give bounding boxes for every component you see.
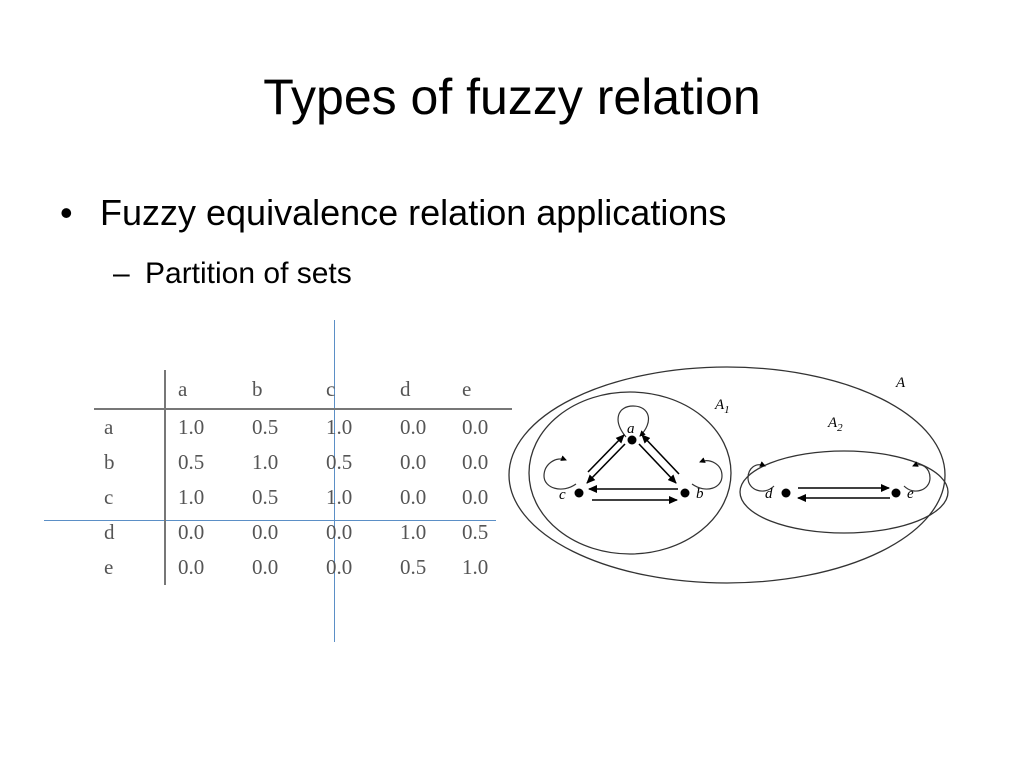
subset-a1-label: A1 (714, 397, 730, 416)
row-header: a (94, 409, 166, 445)
table-cell: 0.5 (326, 450, 353, 474)
subset-a2-ellipse (739, 450, 949, 534)
table-cell: 1.0 (326, 485, 353, 509)
table-cell: 0.0 (462, 415, 489, 439)
self-loop-b (691, 457, 723, 490)
table-cell: 0.0 (178, 555, 205, 579)
column-header: a (165, 370, 240, 410)
table-header-row: a b c d e (94, 370, 512, 410)
table-cell: 1.0 (178, 415, 205, 439)
node-label-d: d (765, 486, 773, 502)
node-label-b: b (696, 486, 704, 502)
table-cell: 0.0 (326, 555, 353, 579)
table-row: d 0.0 0.0 0.0 1.0 0.5 (94, 515, 512, 550)
row-header: d (94, 515, 166, 550)
node-d (781, 488, 791, 498)
slide-title: Types of fuzzy relation (263, 69, 761, 125)
edge-b-to-a (641, 434, 680, 475)
column-header: b (240, 370, 314, 410)
bullet-marker: • (60, 192, 73, 233)
subset-a2-label: A2 (827, 415, 843, 434)
table-cell: 1.0 (400, 520, 427, 544)
node-label-a: a (627, 421, 635, 437)
table-row: c 1.0 0.5 1.0 0.0 0.0 (94, 480, 512, 515)
table-row: b 0.5 1.0 0.5 0.0 0.0 (94, 445, 512, 480)
edge-a-to-b (638, 443, 677, 484)
table-cell: 1.0 (252, 450, 279, 474)
edge-c-to-a (587, 434, 625, 473)
sub-bullet-marker: – (113, 257, 130, 290)
table-cell: 0.0 (252, 520, 279, 544)
table-cell: 0.0 (252, 555, 279, 579)
self-loop-d (747, 461, 775, 492)
table-cell: 0.0 (326, 520, 353, 544)
table-cell: 1.0 (462, 555, 489, 579)
row-header: c (94, 480, 166, 515)
table-cell: 0.0 (178, 520, 205, 544)
column-header: e (450, 370, 512, 410)
outer-set-ellipse (508, 366, 946, 584)
table-cell: 1.0 (326, 415, 353, 439)
node-a (627, 435, 637, 445)
node-label-e: e (907, 486, 914, 502)
self-loop-a (617, 405, 650, 438)
table-cell: 0.5 (252, 485, 279, 509)
table-row: a 1.0 0.5 1.0 0.0 0.0 (94, 409, 512, 445)
vertical-guide-line (334, 320, 335, 642)
row-header: b (94, 445, 166, 480)
table-cell: 0.5 (400, 555, 427, 579)
node-b (680, 488, 690, 498)
horizontal-guide-line (44, 520, 496, 521)
relation-matrix-table: a b c d e a 1.0 0.5 1.0 0.0 0.0 b 0.5 1.… (94, 370, 512, 585)
table-cell: 0.5 (178, 450, 205, 474)
column-header: d (388, 370, 450, 410)
row-header: e (94, 550, 166, 585)
bullet-text: Fuzzy equivalence relation applications (100, 192, 727, 233)
table-corner-cell (94, 370, 166, 410)
edge-a-to-c (586, 443, 626, 484)
table-cell: 0.0 (462, 450, 489, 474)
subset-a1-ellipse (528, 391, 732, 555)
table-cell: 0.0 (462, 485, 489, 509)
table-cell: 0.0 (400, 485, 427, 509)
table-cell: 1.0 (178, 485, 205, 509)
self-loop-e (903, 461, 931, 492)
node-label-c: c (559, 487, 566, 503)
table-cell: 0.5 (462, 520, 489, 544)
table-cell: 0.5 (252, 415, 279, 439)
self-loop-c (543, 455, 577, 490)
node-e (891, 488, 901, 498)
outer-set-label: A (895, 375, 906, 391)
column-header: c (314, 370, 388, 410)
sub-bullet-text: Partition of sets (145, 257, 352, 290)
table-row: e 0.0 0.0 0.0 0.5 1.0 (94, 550, 512, 585)
node-c (574, 488, 584, 498)
table-cell: 0.0 (400, 415, 427, 439)
partition-diagram: A A1 A2 a b c d e (508, 366, 949, 584)
table-cell: 0.0 (400, 450, 427, 474)
